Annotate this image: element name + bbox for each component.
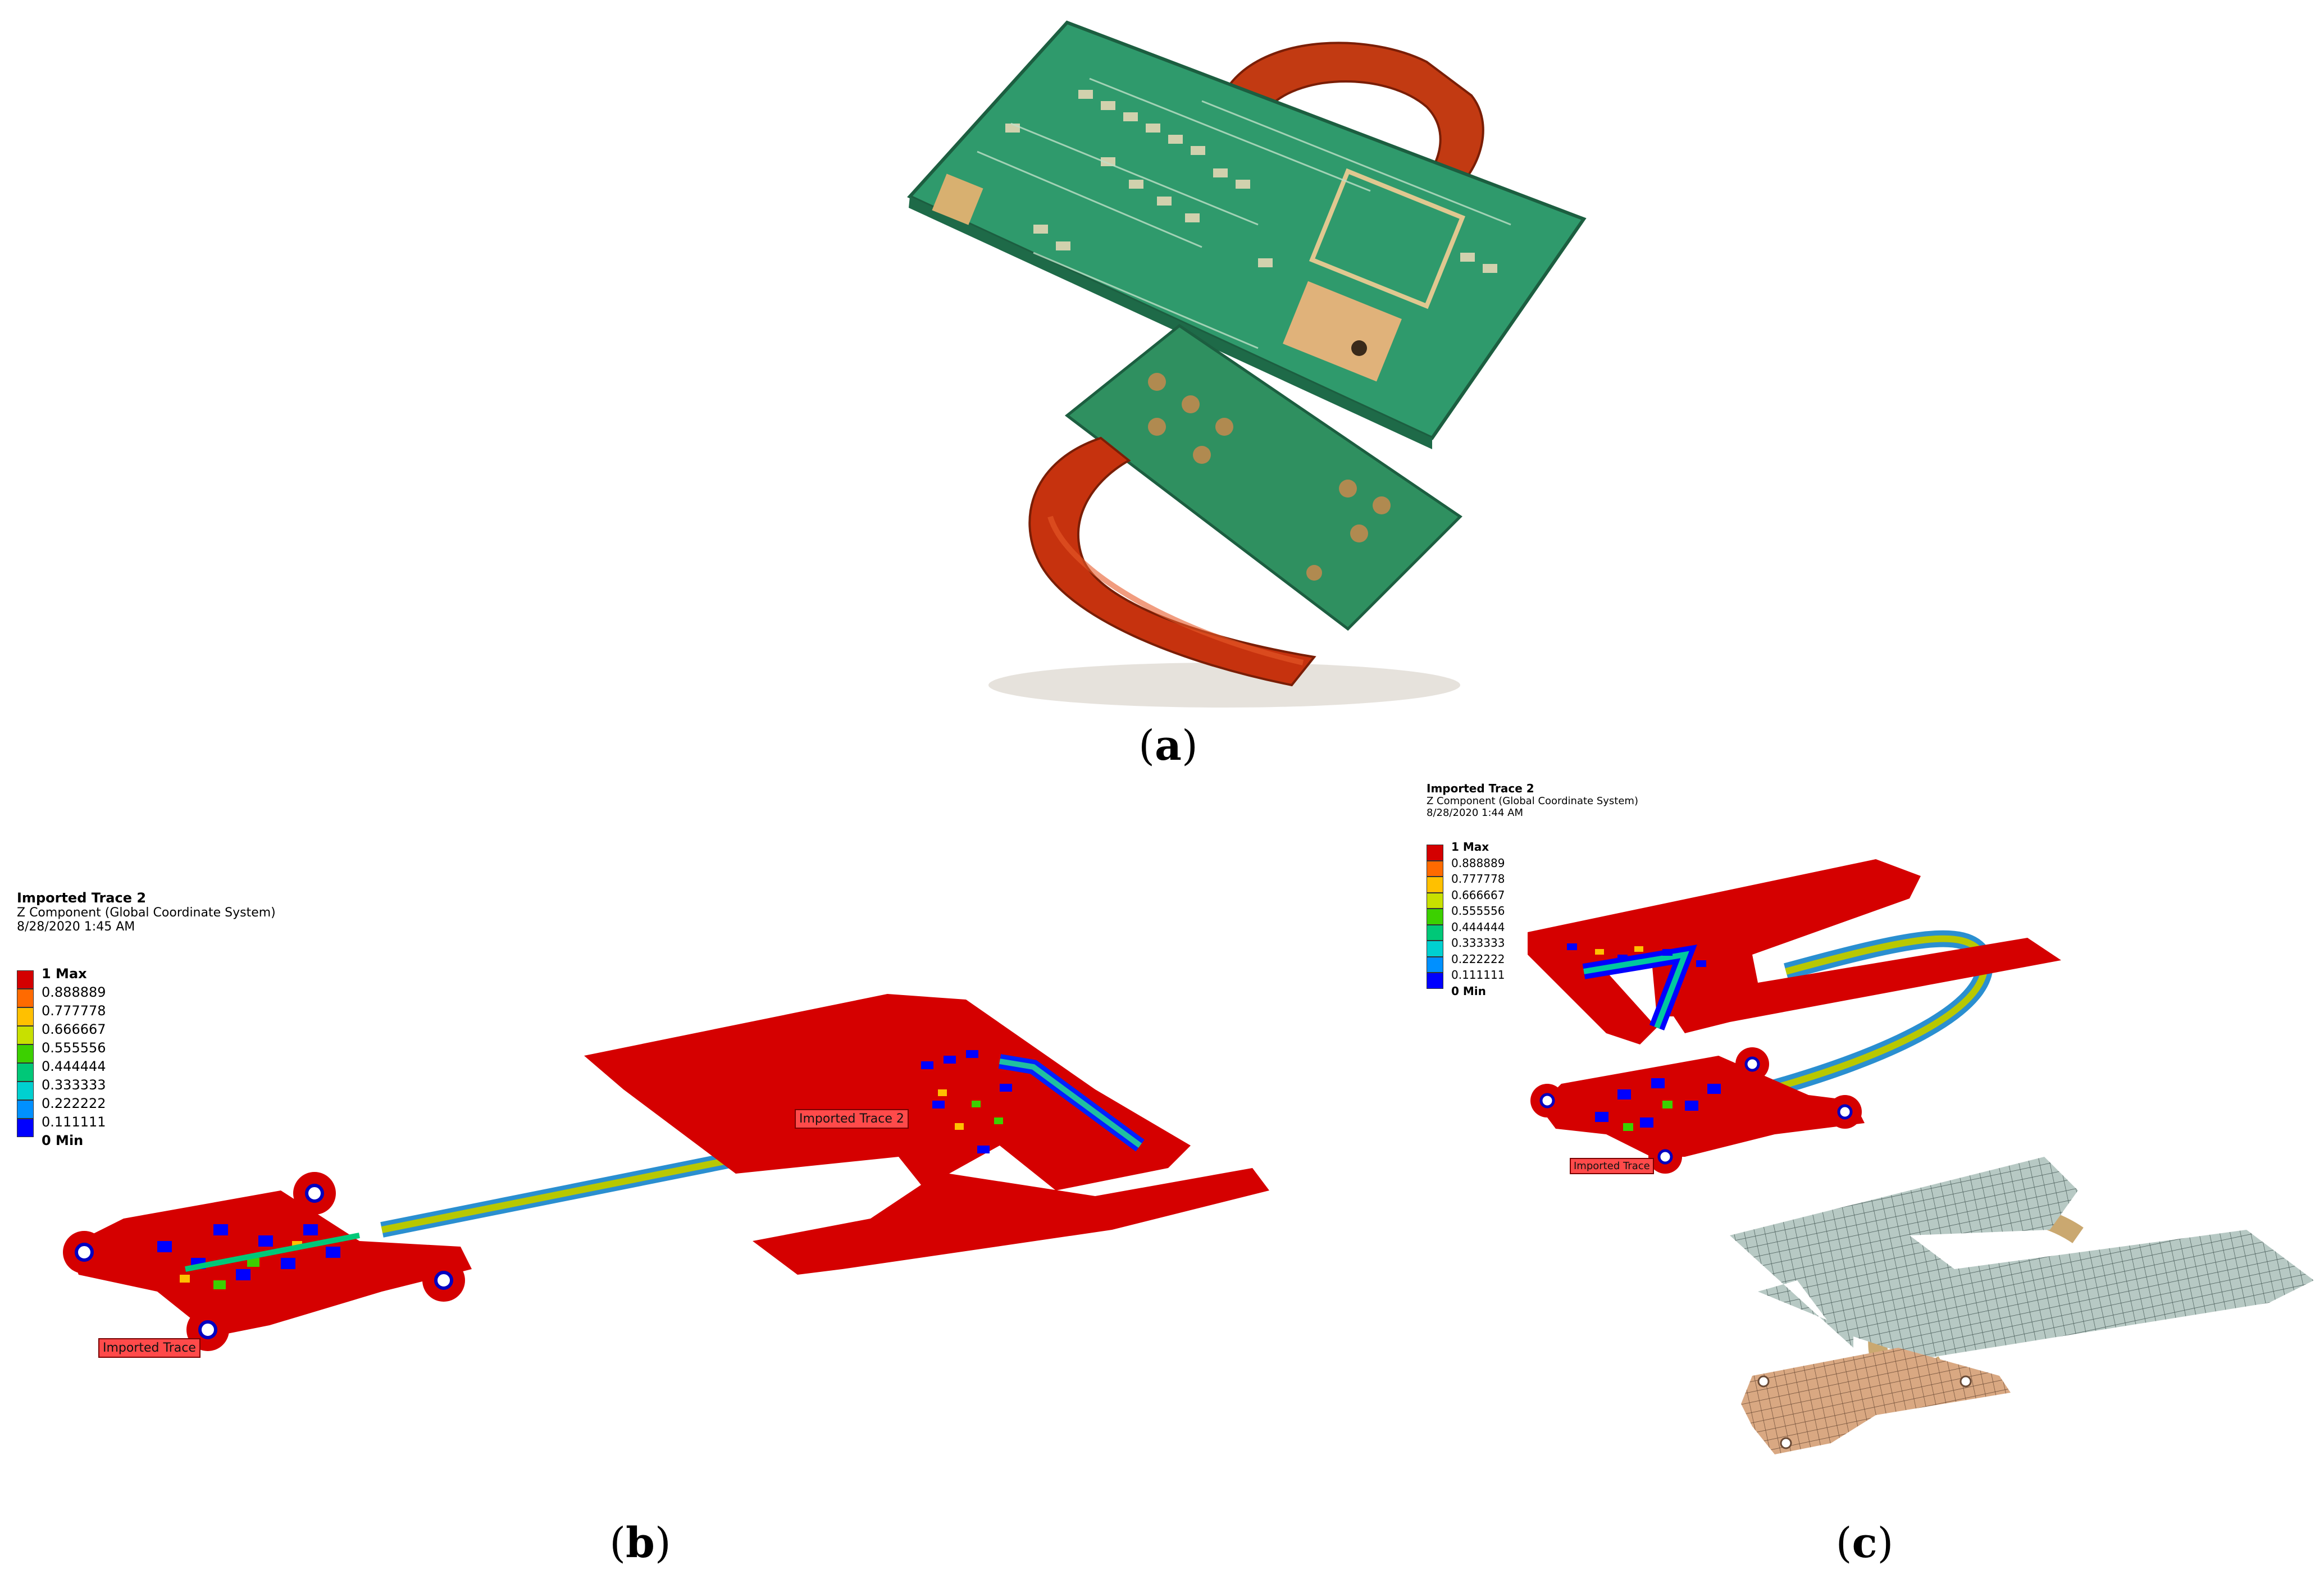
tag-b-imported-trace: Imported Trace: [98, 1338, 200, 1358]
legend-c-title: Imported Trace 2: [1427, 782, 1534, 795]
scale-swatch: [1427, 956, 1443, 973]
scale-level-label: 0.555556: [1451, 904, 1505, 918]
scale-level-label: 0.888889: [42, 984, 106, 1000]
scale-level-label: 0.333333: [42, 1077, 106, 1093]
caption-c-letter: c: [1852, 1519, 1878, 1567]
legend-b-title: Imported Trace 2: [17, 890, 147, 906]
scale-swatch: [17, 1100, 34, 1119]
caption-b: (b): [609, 1519, 671, 1567]
scale-swatch: [1427, 845, 1443, 861]
scale-swatch: [17, 989, 34, 1007]
scale-swatch: [17, 1026, 34, 1044]
legend-b: Imported Trace 2 Z Component (Global Coo…: [17, 890, 276, 934]
model-b: [63, 994, 1269, 1351]
rigid-flex-pcb-photo: [907, 20, 1587, 708]
model-c: [1528, 859, 2314, 1454]
scale-level-label: 0.666667: [1451, 888, 1505, 902]
tag-b-imported-trace-2: Imported Trace 2: [795, 1109, 909, 1129]
scale-swatch: [17, 1063, 34, 1082]
scale-level-label: 0.666667: [42, 1021, 106, 1037]
scale-level-label: 0.222222: [1451, 952, 1505, 966]
scale-level-label: 0.222222: [42, 1096, 106, 1111]
scale-level-label: 0 Min: [1451, 984, 1486, 998]
scale-level-label: 0.777778: [42, 1003, 106, 1019]
color-scale-c: 1 Max 0.888889 0.777778 0.666667 0.555556 0.4…: [1427, 840, 1550, 1004]
scale-swatch: [1427, 860, 1443, 877]
legend-c-date: 8/28/2020 1:44 AM: [1427, 807, 1524, 819]
scale-swatch: [1427, 909, 1443, 925]
scale-level-label: 0.888889: [1451, 856, 1505, 870]
scale-swatch: [1427, 973, 1443, 989]
scale-level-label: 0.777778: [1451, 872, 1505, 886]
scale-swatch: [1427, 924, 1443, 941]
scale-swatch: [17, 1007, 34, 1026]
tag-c-imported-trace: Imported Trace: [1570, 1158, 1654, 1174]
scale-swatch: [17, 970, 34, 989]
scale-level-label: 0 Min: [42, 1133, 84, 1148]
scale-swatch: [17, 1082, 34, 1100]
scale-level-label: 0.444444: [1451, 920, 1505, 934]
scale-swatch: [17, 1119, 34, 1137]
scale-level-label: 0.111111: [1451, 968, 1505, 982]
panel-a: [865, 11, 1595, 719]
caption-c: (c): [1835, 1519, 1894, 1567]
legend-c: Imported Trace 2 Z Component (Global Coo…: [1427, 782, 1638, 819]
scale-level-label: 0.333333: [1451, 936, 1505, 950]
color-scale-b: 1 Max 0.888889 0.777778 0.666667 0.555556 0.4…: [17, 966, 157, 1158]
legend-c-subtitle: Z Component (Global Coordinate System): [1427, 795, 1638, 807]
scale-swatch: [17, 1044, 34, 1063]
legend-b-date: 8/28/2020 1:45 AM: [17, 920, 135, 934]
scale-level-label: 0.444444: [42, 1059, 106, 1074]
scale-level-label: 0.111111: [42, 1114, 106, 1130]
scale-swatch: [1427, 877, 1443, 893]
legend-b-subtitle: Z Component (Global Coordinate System): [17, 906, 276, 920]
scale-swatch: [1427, 892, 1443, 909]
scale-level-label: 0.555556: [42, 1040, 106, 1056]
scale-level-label: 1 Max: [1451, 840, 1489, 854]
scale-level-label: 1 Max: [42, 966, 87, 982]
caption-a: (a): [1138, 722, 1198, 770]
scale-swatch: [1427, 941, 1443, 957]
caption-a-letter: a: [1155, 722, 1182, 770]
caption-b-letter: b: [626, 1519, 655, 1567]
